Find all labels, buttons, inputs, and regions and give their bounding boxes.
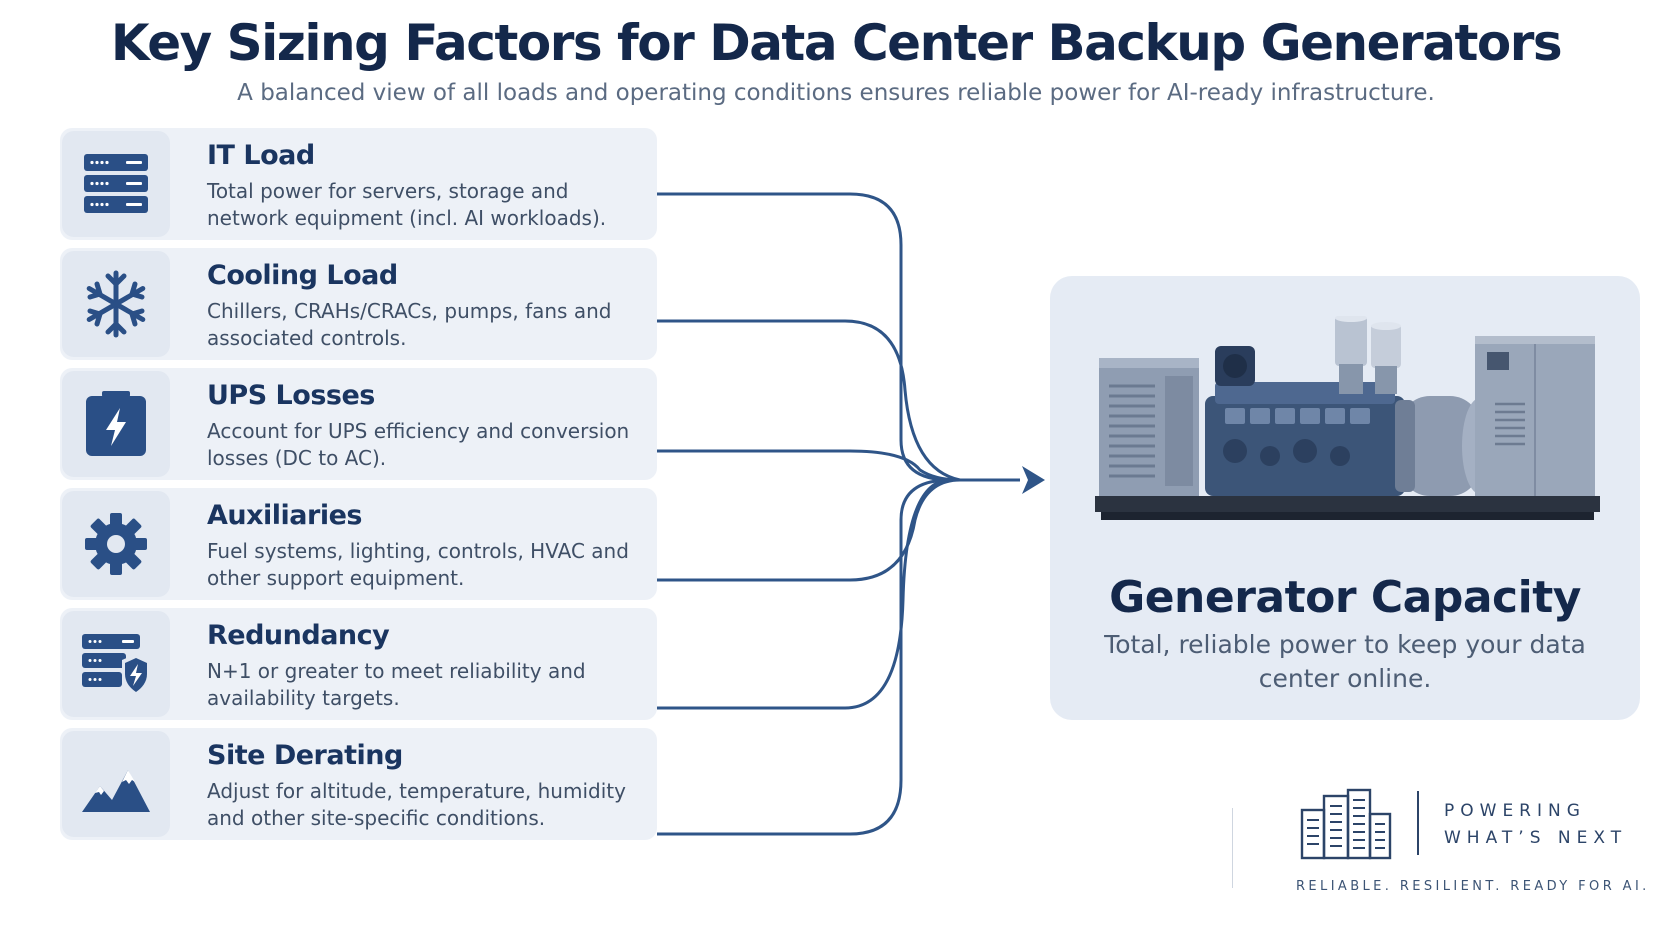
brand-motto: RELIABLE. RESILIENT. READY FOR AI. bbox=[1296, 879, 1650, 894]
brand-tagline-line2: WHAT’S NEXT bbox=[1444, 828, 1628, 848]
server-shield-icon bbox=[62, 611, 170, 717]
factor-card-it-load: IT Load Total power for servers, storage… bbox=[60, 128, 657, 240]
factor-title: Site Derating bbox=[207, 740, 403, 771]
factor-description: Total power for servers, storage and net… bbox=[207, 179, 607, 230]
factor-title: IT Load bbox=[207, 140, 315, 171]
generator-capacity-description: Total, reliable power to keep your data … bbox=[1104, 630, 1586, 693]
factor-card-site-derating: Site Derating Adjust for altitude, tempe… bbox=[60, 728, 657, 840]
arrow-head-icon bbox=[1022, 466, 1045, 494]
factor-description: Adjust for altitude, temperature, humidi… bbox=[207, 779, 626, 830]
brand-block: POWERING WHAT’S NEXT RELIABLE. RESILIENT… bbox=[1232, 788, 1652, 908]
factor-description: Account for UPS efficiency and conversio… bbox=[207, 419, 630, 470]
factor-title: Cooling Load bbox=[207, 260, 398, 291]
page-title: Key Sizing Factors for Data Center Backu… bbox=[110, 14, 1563, 72]
connector-auxiliaries bbox=[657, 478, 961, 582]
factor-card-cooling-load: Cooling Load Chillers, CRAHs/CRACs, pump… bbox=[60, 248, 657, 360]
building-logo bbox=[1300, 788, 1392, 860]
page-subtitle: A balanced view of all loads and operati… bbox=[237, 80, 1435, 106]
server-rack-icon bbox=[62, 131, 170, 237]
brand-separator bbox=[1417, 791, 1419, 855]
factor-card-auxiliaries: Auxiliaries Fuel systems, lighting, cont… bbox=[60, 488, 657, 600]
factor-card-ups-losses: UPS Losses Account for UPS efficiency an… bbox=[60, 368, 657, 480]
connector-site-derating bbox=[657, 478, 951, 836]
snowflake-icon bbox=[62, 251, 170, 357]
factor-description: N+1 or greater to meet reliability and a… bbox=[207, 659, 586, 710]
factor-card-redundancy: Redundancy N+1 or greater to meet reliab… bbox=[60, 608, 657, 720]
connector-ups-losses bbox=[657, 449, 961, 482]
generator-image bbox=[1095, 316, 1600, 520]
brand-tagline-line1: POWERING bbox=[1444, 801, 1586, 821]
factor-description: Chillers, CRAHs/CRACs, pumps, fans and a… bbox=[207, 299, 612, 350]
mountain-icon bbox=[62, 731, 170, 837]
gear-icon bbox=[62, 491, 170, 597]
factor-title: Redundancy bbox=[207, 620, 390, 651]
connector-cooling-load bbox=[657, 319, 961, 482]
generator-capacity-panel: Generator Capacity Total, reliable power… bbox=[1050, 276, 1640, 720]
factor-title: UPS Losses bbox=[207, 380, 375, 411]
factor-description: Fuel systems, lighting, controls, HVAC a… bbox=[207, 539, 629, 590]
connector-it-load bbox=[657, 192, 1020, 482]
battery-bolt-icon bbox=[62, 371, 170, 477]
factor-title: Auxiliaries bbox=[207, 500, 362, 531]
generator-capacity-title: Generator Capacity bbox=[1109, 572, 1581, 623]
divider bbox=[1232, 808, 1233, 888]
connector-redundancy bbox=[657, 478, 951, 710]
